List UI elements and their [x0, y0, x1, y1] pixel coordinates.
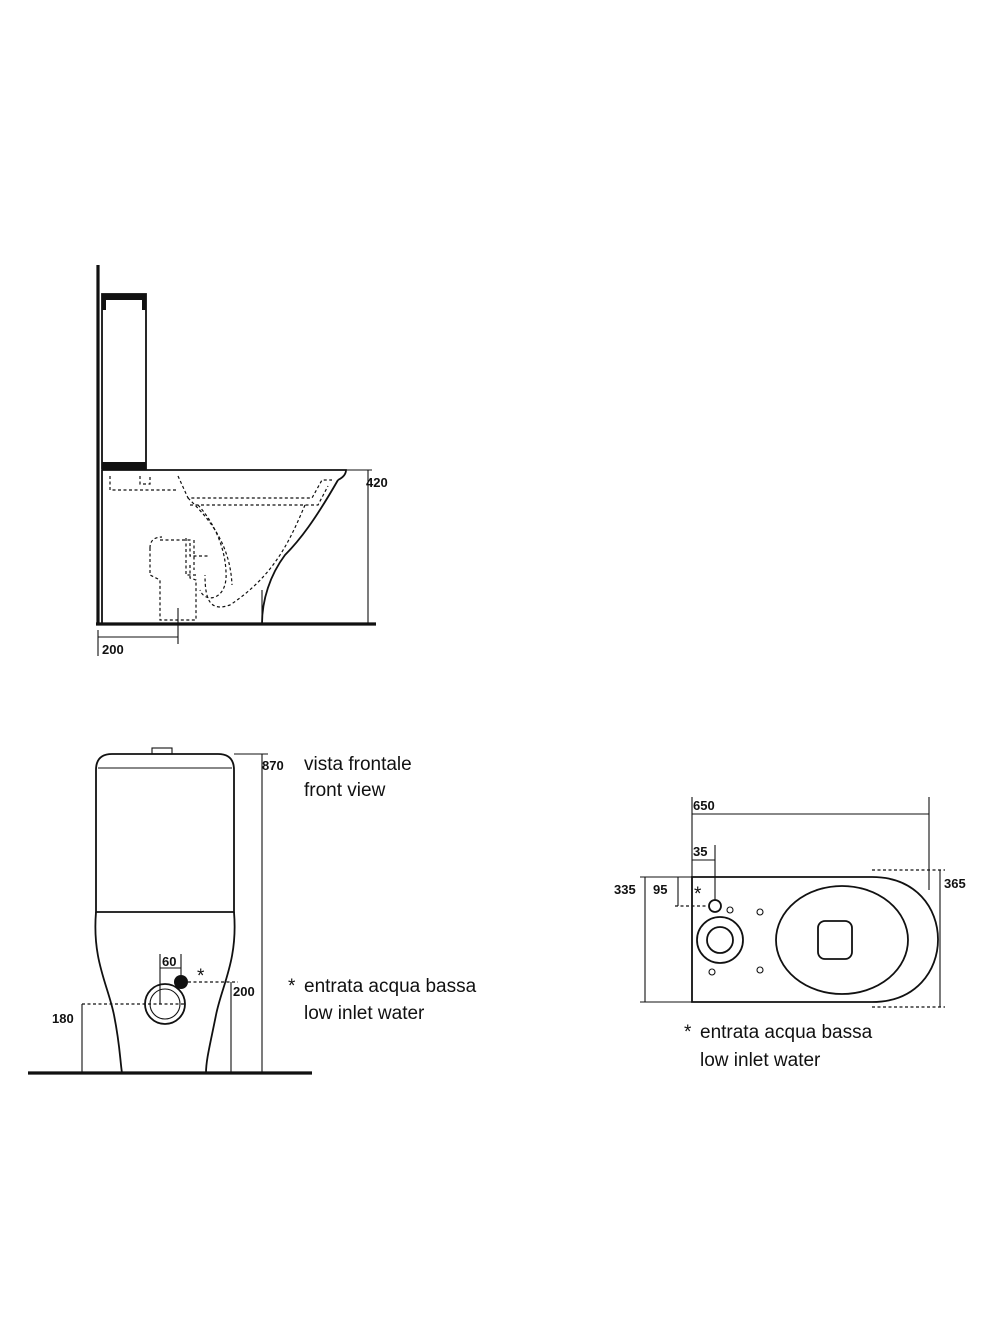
- top-outline: [691, 876, 939, 1003]
- cistern-base: [102, 462, 146, 470]
- front-view: * 60 200 180 870 vista frontale front vi…: [28, 747, 477, 1075]
- inlet-hole: [708, 899, 722, 913]
- dim-label-870: 870: [262, 758, 284, 773]
- cistern-outline: [101, 293, 147, 470]
- dim-label-335: 335: [614, 882, 636, 897]
- front-note-it: entrata acqua bassa: [304, 976, 477, 997]
- dim-label-35: 35: [693, 844, 707, 859]
- outlet-dashed: [160, 539, 210, 557]
- trapway-dashed: [187, 497, 233, 586]
- bowl-rim: [102, 469, 347, 481]
- bowl-front-curve: [261, 479, 339, 625]
- inlet-dot: [174, 975, 188, 989]
- dim-label-180: 180: [52, 1011, 74, 1026]
- cistern-lid: [102, 294, 146, 310]
- side-view: 420 200: [96, 265, 388, 657]
- flush-valve-outer: [696, 916, 744, 964]
- top-inlet-asterisk: *: [694, 884, 702, 905]
- drain-square: [817, 920, 853, 960]
- front-bowl-left: [94, 911, 123, 1074]
- top-note-it: entrata acqua bassa: [700, 1022, 873, 1043]
- front-tank: [95, 753, 235, 913]
- front-bowl-right: [205, 911, 236, 1074]
- top-note-en: low inlet water: [700, 1050, 821, 1071]
- top-view: * 650 35 95 335 365 * entrata acqua bass…: [614, 797, 966, 1071]
- seat-opening: [775, 885, 909, 995]
- flush-valve-inner: [706, 926, 734, 954]
- dim-label-200-side: 200: [102, 642, 124, 657]
- front-note-en: low inlet water: [304, 1003, 425, 1024]
- dim-label-60: 60: [162, 954, 176, 969]
- front-note-asterisk: *: [288, 976, 296, 997]
- front-view-caption-it: vista frontale: [304, 754, 412, 775]
- dim-label-420: 420: [366, 475, 388, 490]
- top-note-asterisk: *: [684, 1022, 692, 1043]
- front-view-caption-en: front view: [304, 780, 386, 801]
- dim-label-95: 95: [653, 882, 667, 897]
- dim-label-200-front: 200: [233, 984, 255, 999]
- dim-label-365: 365: [944, 876, 966, 891]
- inner-bowl-dashed: [177, 475, 332, 499]
- dim-label-650: 650: [693, 798, 715, 813]
- inlet-asterisk: *: [197, 966, 205, 987]
